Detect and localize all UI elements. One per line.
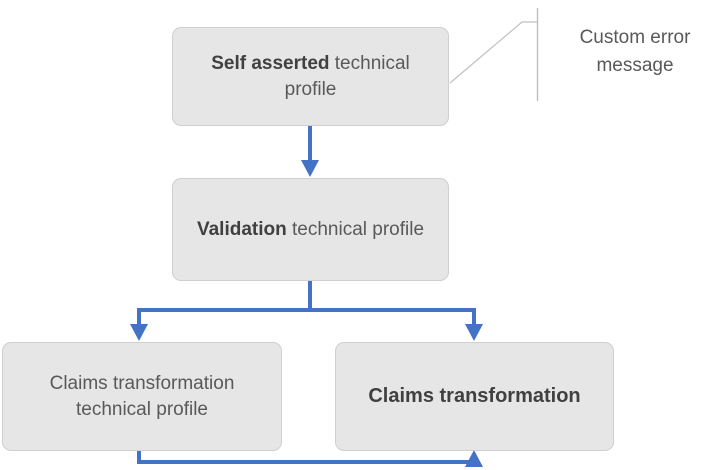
node-self-asserted-bold-text: Self asserted (211, 52, 330, 74)
node-claims-transformation-label: Claims transformation (368, 385, 581, 407)
node-claims-technical-profile-label: Claims transformation technical profile (49, 372, 235, 420)
node-validation-bold-text: Validation (196, 218, 287, 240)
edge-claims-feedback-loop (137, 450, 483, 467)
node-validation-regular-text: technical profile (286, 218, 425, 240)
node-self-asserted-label: Self asserted technical profile (187, 51, 434, 102)
node-validation-technical-profile[interactable]: Validation technical profile (172, 178, 449, 281)
node-claims-transformation-technical-profile[interactable]: Claims transformation technical profile (2, 342, 282, 451)
node-validation-label: Validation technical profile (197, 217, 424, 243)
annotation-leader-line (449, 8, 539, 101)
node-self-asserted-technical-profile[interactable]: Self asserted technical profile (172, 27, 449, 126)
node-self-asserted-regular-text: technical profile (284, 52, 410, 100)
annotation-line-1: Custom error (579, 27, 691, 48)
edge-self-asserted-to-validation (301, 126, 319, 177)
annotation-custom-error-message: Custom error message (552, 24, 718, 79)
node-claims-transformation[interactable]: Claims transformation (335, 342, 614, 451)
annotation-line-2: message (596, 54, 674, 76)
edge-validation-fork (130, 281, 483, 341)
